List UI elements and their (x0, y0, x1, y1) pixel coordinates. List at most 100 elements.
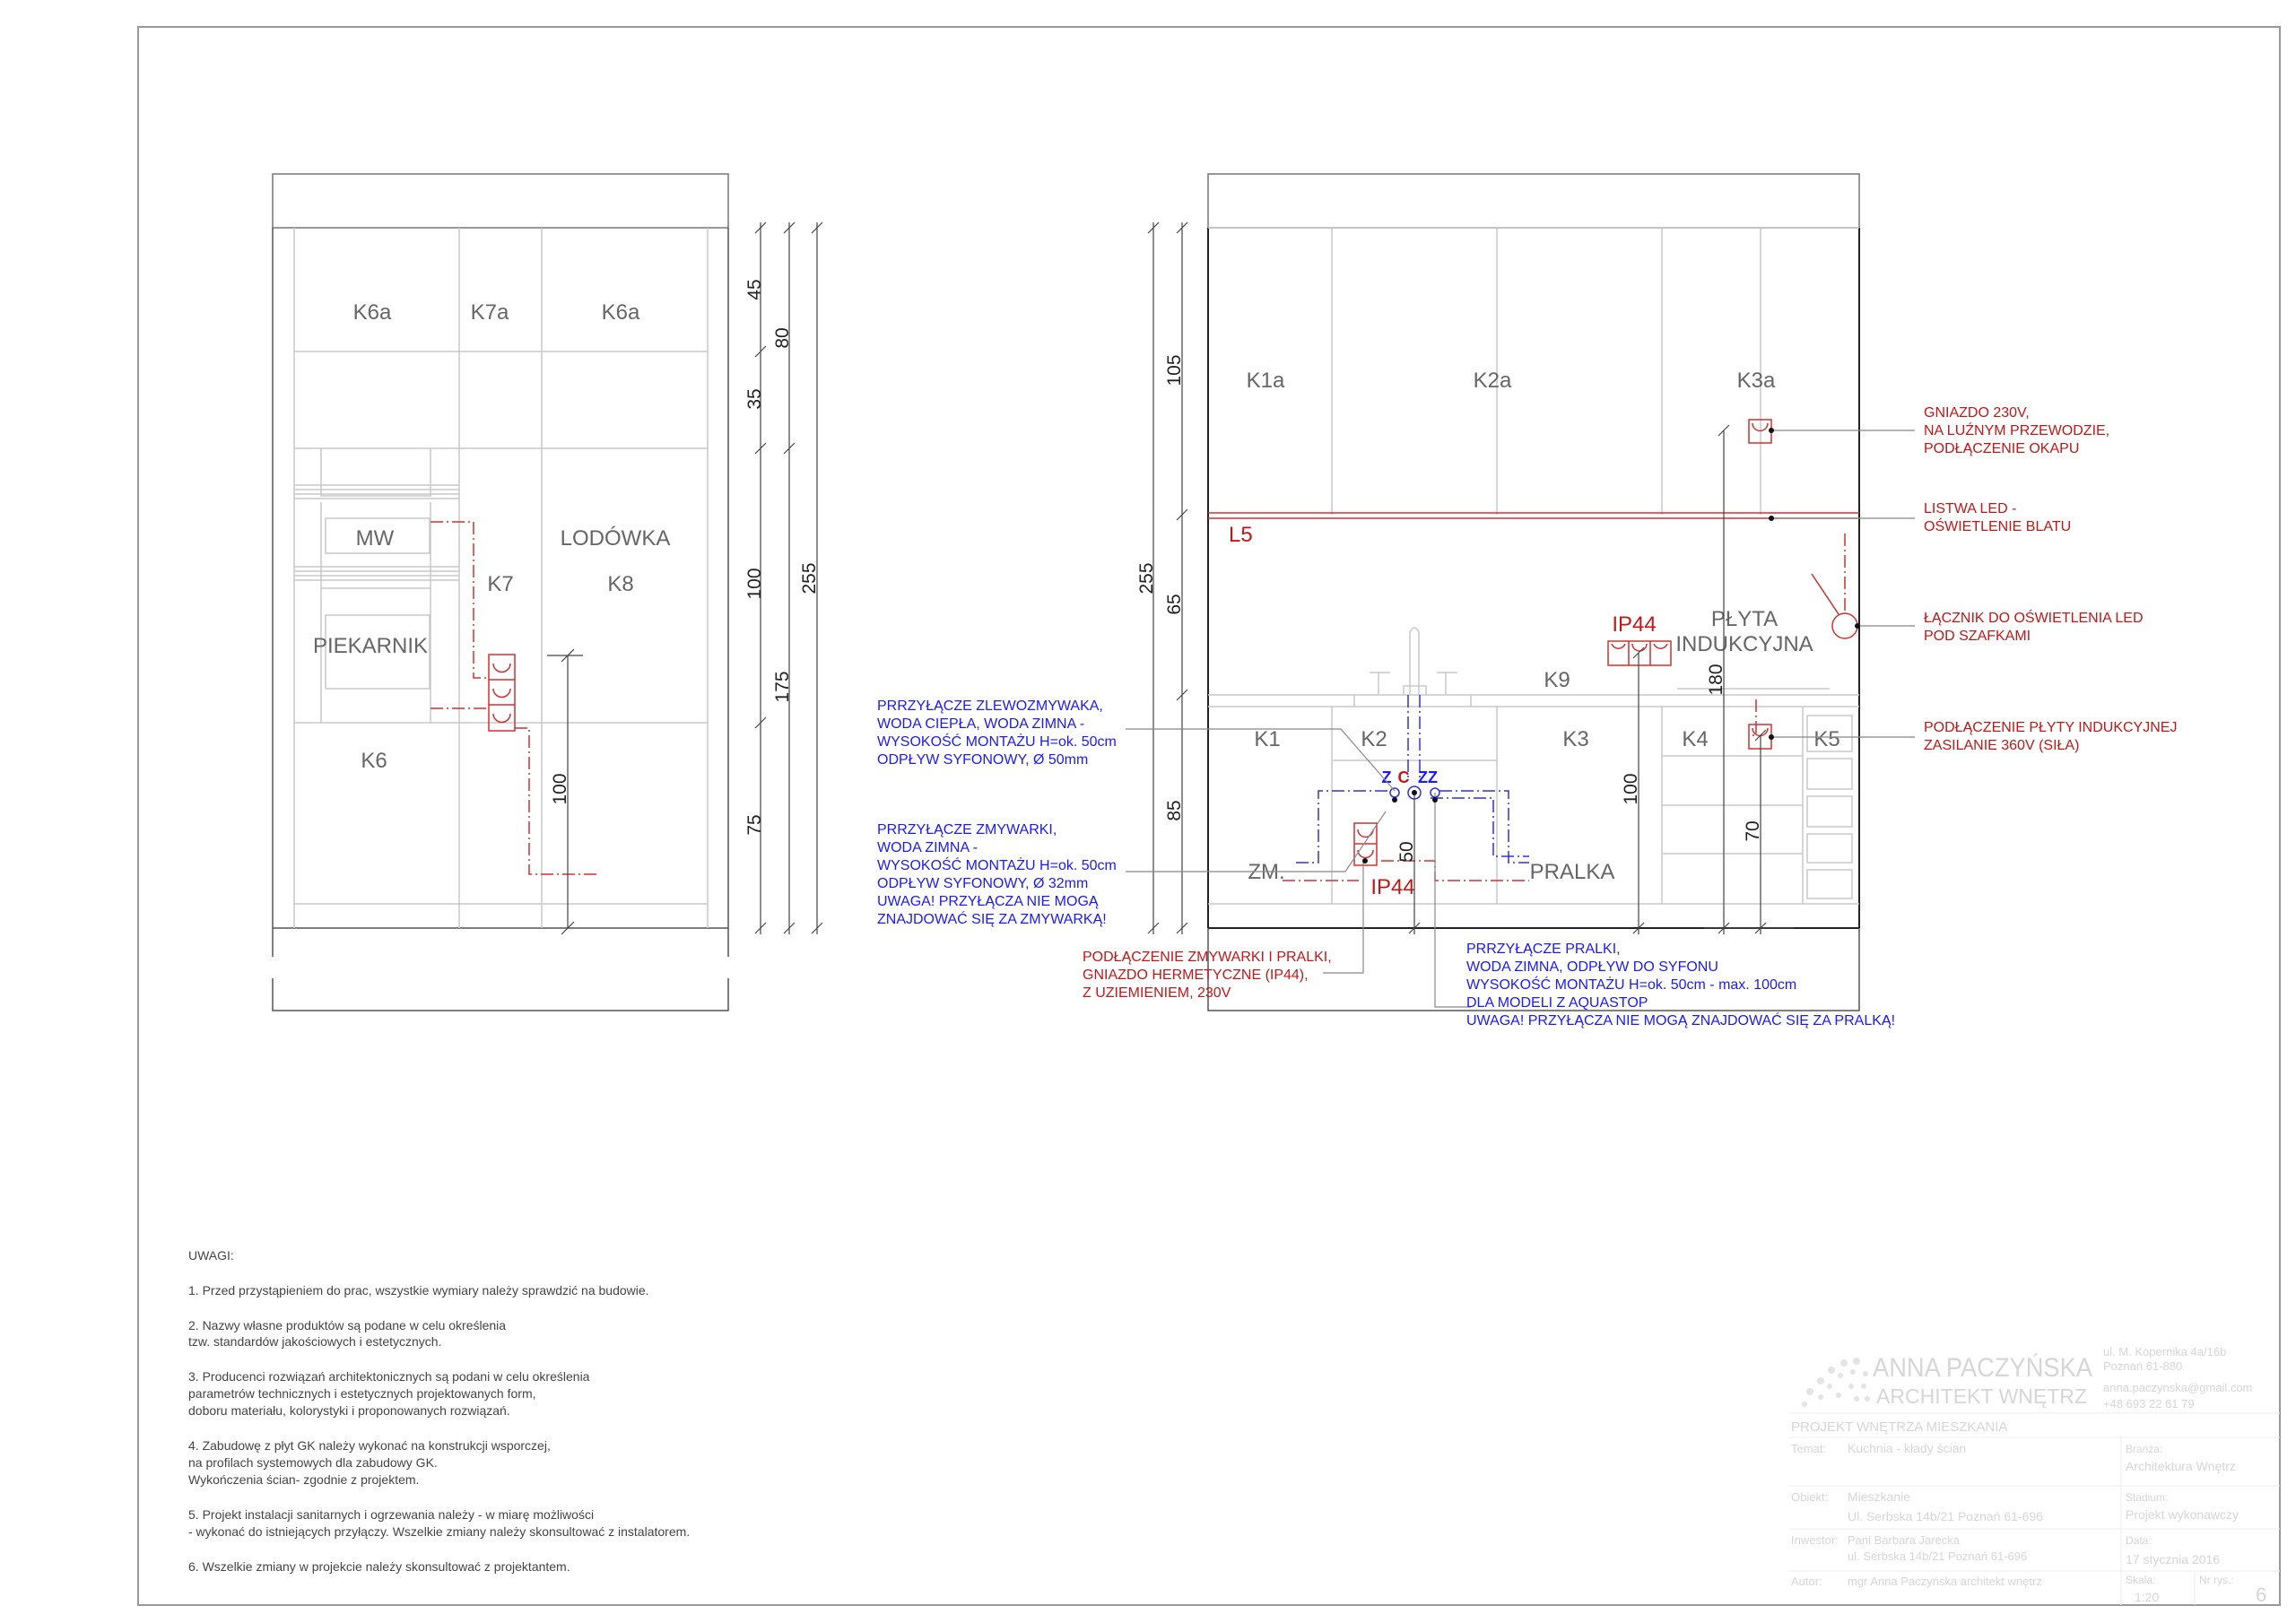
logo-name: ANNA PACZYŃSKA (1873, 1353, 2092, 1383)
cabinet-label: K3a (1737, 369, 1776, 393)
appliance-label: PRALKA (1530, 860, 1615, 884)
notes-title: UWAGI: (188, 1248, 234, 1263)
field-value: Mieszkanie (1848, 1489, 1910, 1504)
dimension-value: 65 (1164, 594, 1185, 614)
pipe-label: C (1398, 768, 1410, 786)
annotation-line: ZASILANIE 360V (SIŁA) (1924, 738, 2079, 753)
field-label: Skala: (2126, 1574, 2155, 1586)
field-value: Architektura Wnętrz (2126, 1459, 2236, 1473)
note-line: doboru materiału, kolorystyki i proponow… (188, 1403, 510, 1418)
address-line: anna.paczynska@gmail.com (2103, 1381, 2252, 1394)
faucet-icon (1370, 627, 1457, 695)
annotation-line: ZNAJDOWAĆ SIĘ ZA ZMYWARKĄ! (877, 910, 1107, 927)
dimension-value: 35 (744, 388, 765, 409)
appliance-frames (294, 448, 459, 723)
annotation-dishwasher: PRRZYŁĄCZE ZMYWARKI, WODA ZIMNA - WYSOKO… (877, 822, 1117, 927)
field-label: Obiekt: (1791, 1490, 1828, 1504)
annotation-line: ODPŁYW SYFONOWY, Ø 50mm (877, 752, 1088, 768)
pipe-label: Z (1382, 768, 1392, 786)
annotation-line: UWAGA! PRZYŁĄCZA NIE MOGĄ (877, 894, 1099, 909)
triple-socket-icon (488, 654, 516, 732)
cabinet-label: K7a (471, 300, 509, 325)
right-elevation: L5 K1a K2a K3a K1 K2 K3 K4 K5 K9 PŁYTA I… (1126, 173, 1915, 1011)
note-line: na profilach systemowych dla zabudowy GK… (188, 1455, 438, 1470)
annotation-line: NA LUŹNYM PRZEWODZIE, (1924, 421, 2109, 438)
cabinet-label: K1a (1247, 369, 1285, 393)
k5-drawers (1677, 688, 1853, 899)
dimension-value: 100 (550, 773, 570, 804)
oven (325, 614, 430, 690)
cabinet-label: LODÓWKA (561, 526, 671, 551)
dimension-value: 175 (772, 671, 793, 702)
dimension-value: 75 (744, 814, 765, 835)
microwave (325, 517, 430, 554)
annotation-line: DLA MODELI Z AQUASTOP (1466, 995, 1648, 1011)
triple-socket-icon (1607, 640, 1672, 666)
dimension-lines (760, 222, 818, 934)
field-value: Projekt wykonawczy (2126, 1507, 2239, 1522)
dimension-value: 255 (799, 562, 820, 594)
annotation-line: WODA CIEPŁA, WODA ZIMNA - (877, 716, 1084, 732)
annotation-line: POD SZAFKAMI (1924, 629, 2031, 644)
soffit (272, 173, 729, 229)
led-strip (1208, 512, 1859, 519)
annotation-line: PRRZYŁĄCZE ZMYWARKI, (877, 822, 1057, 838)
hob-label: PŁYTA (1711, 607, 1778, 631)
annotation-line: PRRZYŁĄCZE PRALKI, (1466, 942, 1621, 957)
annotation-line: GNIAZDO 230V, (1924, 405, 2030, 421)
field-value: ul. Serbska 14b/21 Poznań 61-696 (1848, 1549, 2027, 1563)
annotation-line: WODA ZIMNA - (877, 840, 978, 855)
cabinet-label: K6 (361, 749, 387, 773)
cabinet-grid (1208, 227, 1859, 905)
logo-dots-icon (1802, 1358, 1870, 1407)
pipe-label: ZZ (1418, 768, 1438, 786)
cabinet-label: PIEKARNIK (313, 634, 428, 658)
dimension-value: 70 (1743, 820, 1763, 841)
cabinet-label: K1 (1254, 727, 1280, 751)
annotation-line: PRRZYŁĄCZE ZLEWOZMYWAKA, (877, 699, 1103, 714)
dimension-ticks (754, 221, 823, 934)
note-line: 3. Producenci rozwiązań architektoniczny… (188, 1369, 590, 1384)
annotation-socket-ip44: PODŁĄCZENIE ZMYWARKI I PRALKI, GNIAZDO H… (1083, 950, 1332, 1001)
dimension-value: 45 (744, 279, 765, 299)
address-line: ul. M. Kopernika 4a/16b (2103, 1345, 2226, 1358)
annotation-sink: PRRZYŁĄCZE ZLEWOZMYWAKA, WODA CIEPŁA, WO… (877, 699, 1117, 768)
note-line: - wykonać do istniejących przyłączy. Wsz… (188, 1524, 690, 1539)
cabinet-label: K6a (353, 300, 392, 325)
dimension-value: 50 (1396, 841, 1417, 862)
note-line: 2. Nazwy własne produktów są podane w ce… (188, 1318, 506, 1332)
annotation-hood-socket: GNIAZDO 230V, NA LUŹNYM PRZEWODZIE, PODŁ… (1924, 405, 2109, 456)
field-value: mgr Anna Paczyńska architekt wnętrz (1848, 1575, 2042, 1588)
address-line: +48 693 22 61 79 (2103, 1397, 2195, 1410)
annotation-line: WYSOKOŚĆ MONTAŻU H=ok. 50cm - max. 100cm (1466, 976, 1796, 993)
project-title: PROJEKT WNĘTRZA MIESZKANIA (1791, 1419, 2007, 1435)
dimension-value: 180 (1706, 664, 1726, 695)
field-value: Pani Barbara Jarecka (1848, 1533, 1961, 1547)
cabinet-label: K4 (1682, 727, 1708, 751)
field-value: 1:20 (2135, 1590, 2159, 1604)
dimension-value: 100 (1621, 773, 1641, 804)
title-block: ANNA PACZYŃSKA ARCHITEKT WNĘTRZ ul. M. K… (1789, 1345, 2280, 1606)
note-line: 6. Wszelkie zmiany w projekcie należy sk… (188, 1559, 570, 1574)
annotation-hob: PODŁĄCZENIE PŁYTY INDUKCYJNEJ ZASILANIE … (1924, 720, 2177, 753)
ip44-label: IP44 (1370, 875, 1414, 899)
led-switch-icon (1811, 573, 1858, 639)
electric-wiring (430, 521, 596, 875)
dimension-line (547, 648, 583, 935)
dimension-lines (1147, 221, 1188, 934)
floor-outline (1207, 928, 1860, 1011)
field-value: 17 stycznia 2016 (2126, 1552, 2220, 1567)
annotation-line: PODŁĄCZENIE ZMYWARKI I PRALKI, (1083, 950, 1332, 965)
cold-water-outlet-icon (1389, 787, 1400, 798)
dimension-value: 85 (1164, 800, 1185, 820)
water-pipes (1296, 695, 1529, 864)
cabinet-label: K6a (602, 300, 640, 325)
annotation-led-strip: LISTWA LED - OŚWIETLENIE BLATU (1924, 501, 2071, 534)
address-line: Poznań 61-880 (2103, 1359, 2182, 1373)
annotation-line: WYSOKOŚĆ MONTAŻU H=ok. 50cm (877, 856, 1117, 873)
field-label: Temat: (1791, 1442, 1826, 1455)
cabinet-label: MW (356, 526, 395, 551)
cabinet-label: K9 (1544, 668, 1570, 692)
annotation-line: PODŁĄCZENIE PŁYTY INDUKCYJNEJ (1924, 720, 2177, 735)
wall-outline (272, 228, 729, 1011)
